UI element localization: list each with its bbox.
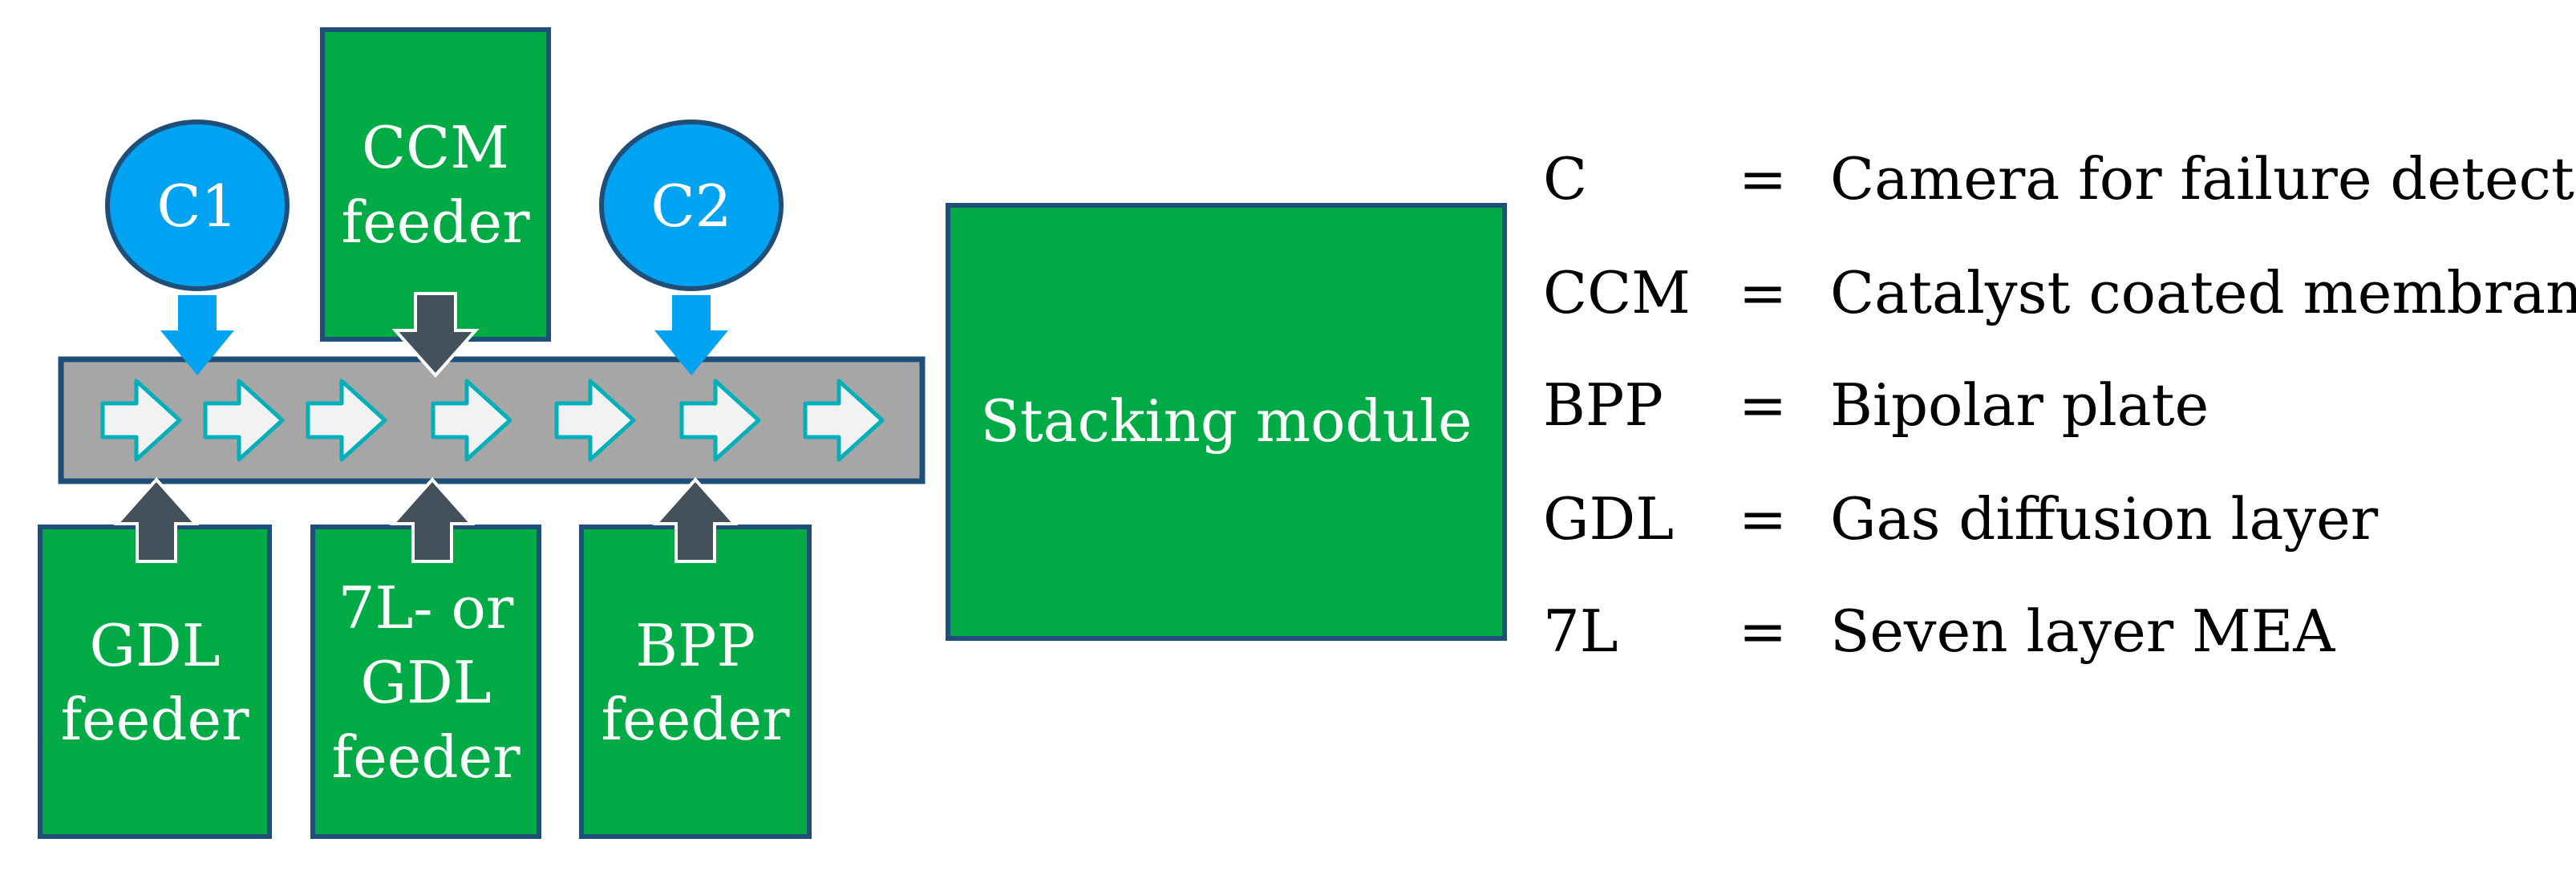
7l-or-gdl-feeder-arrow [389, 476, 476, 563]
bpp-feeder-label-line2: feeder [601, 686, 791, 753]
7l-or-gdl-feeder-box [310, 525, 541, 839]
legend-equals: = [1739, 371, 1787, 439]
legend-abbr: 7L [1543, 597, 1618, 665]
conveyor-arrows [100, 379, 885, 462]
legend-description: Camera for failure detection [1830, 145, 2576, 213]
legend-abbr: GDL [1543, 485, 1674, 553]
7l-or-gdl-feeder-label-line1: 7L- or [338, 574, 514, 642]
legend-abbr: CCM [1543, 259, 1691, 326]
legend-description: Bipolar plate [1830, 371, 2209, 439]
bpp-feeder-arrow [652, 476, 739, 563]
ccm-feeder-label-line1: CCM [362, 114, 509, 181]
legend-abbr: BPP [1543, 371, 1663, 439]
legend-description: Gas diffusion layer [1830, 485, 2379, 553]
7l-or-gdl-feeder-label-line2: GDL [360, 649, 491, 716]
legend-equals: = [1739, 485, 1787, 553]
camera-c1: C1 [105, 119, 290, 375]
camera-c1-label: C1 [157, 172, 238, 240]
ccm-feeder-arrow [391, 292, 480, 379]
ccm-feeder: CCM feeder [320, 27, 551, 342]
legend-description: Catalyst coated membrane [1830, 259, 2576, 326]
bpp-feeder: BPP feeder [579, 476, 812, 839]
gdl-feeder-arrow [113, 476, 200, 563]
gdl-feeder-label-line1: GDL [89, 612, 220, 679]
legend-row-bpp: BPP = Bipolar plate [1543, 371, 2209, 439]
conveyor-arrow [100, 379, 182, 462]
legend-equals: = [1739, 597, 1787, 665]
gdl-feeder-box [38, 525, 272, 839]
stacking-module: Stacking module [946, 203, 1507, 641]
stacking-module-label: Stacking module [980, 387, 1472, 455]
ccm-feeder-box [320, 27, 551, 342]
conveyor-arrow [306, 379, 387, 462]
stacking-module-box [946, 203, 1507, 641]
ccm-feeder-label-line2: feeder [342, 188, 531, 256]
conveyor-arrow [803, 379, 885, 462]
legend-row-c: C = Camera for failure detection [1543, 145, 2576, 213]
camera-c2-label: C2 [651, 172, 732, 240]
legend: C = Camera for failure detection CCM = C… [1543, 145, 2576, 665]
conveyor-arrow [203, 379, 285, 462]
camera-c2-arrow [654, 295, 728, 375]
legend-row-7l: 7L = Seven layer MEA [1543, 597, 2335, 665]
camera-c2: C2 [599, 119, 784, 375]
gdl-feeder: GDL feeder [38, 476, 272, 839]
conveyor-arrow [554, 379, 636, 462]
legend-abbr: C [1543, 145, 1587, 213]
legend-equals: = [1739, 259, 1787, 326]
conveyor-arrow [431, 379, 512, 462]
bpp-feeder-box [579, 525, 812, 839]
legend-row-gdl: GDL = Gas diffusion layer [1543, 485, 2379, 553]
camera-c2-circle [599, 119, 784, 291]
camera-c1-circle [105, 119, 290, 291]
legend-row-ccm: CCM = Catalyst coated membrane [1543, 259, 2576, 326]
gdl-feeder-label-line2: feeder [61, 686, 250, 753]
camera-c1-arrow [160, 295, 234, 375]
conveyor-arrow [679, 379, 761, 462]
7l-or-gdl-feeder-label-line3: feeder [332, 723, 521, 791]
bpp-feeder-label-line1: BPP [635, 612, 755, 679]
legend-description: Seven layer MEA [1830, 597, 2335, 665]
7l-or-gdl-feeder: 7L- or GDL feeder [310, 476, 541, 839]
legend-equals: = [1739, 145, 1787, 213]
